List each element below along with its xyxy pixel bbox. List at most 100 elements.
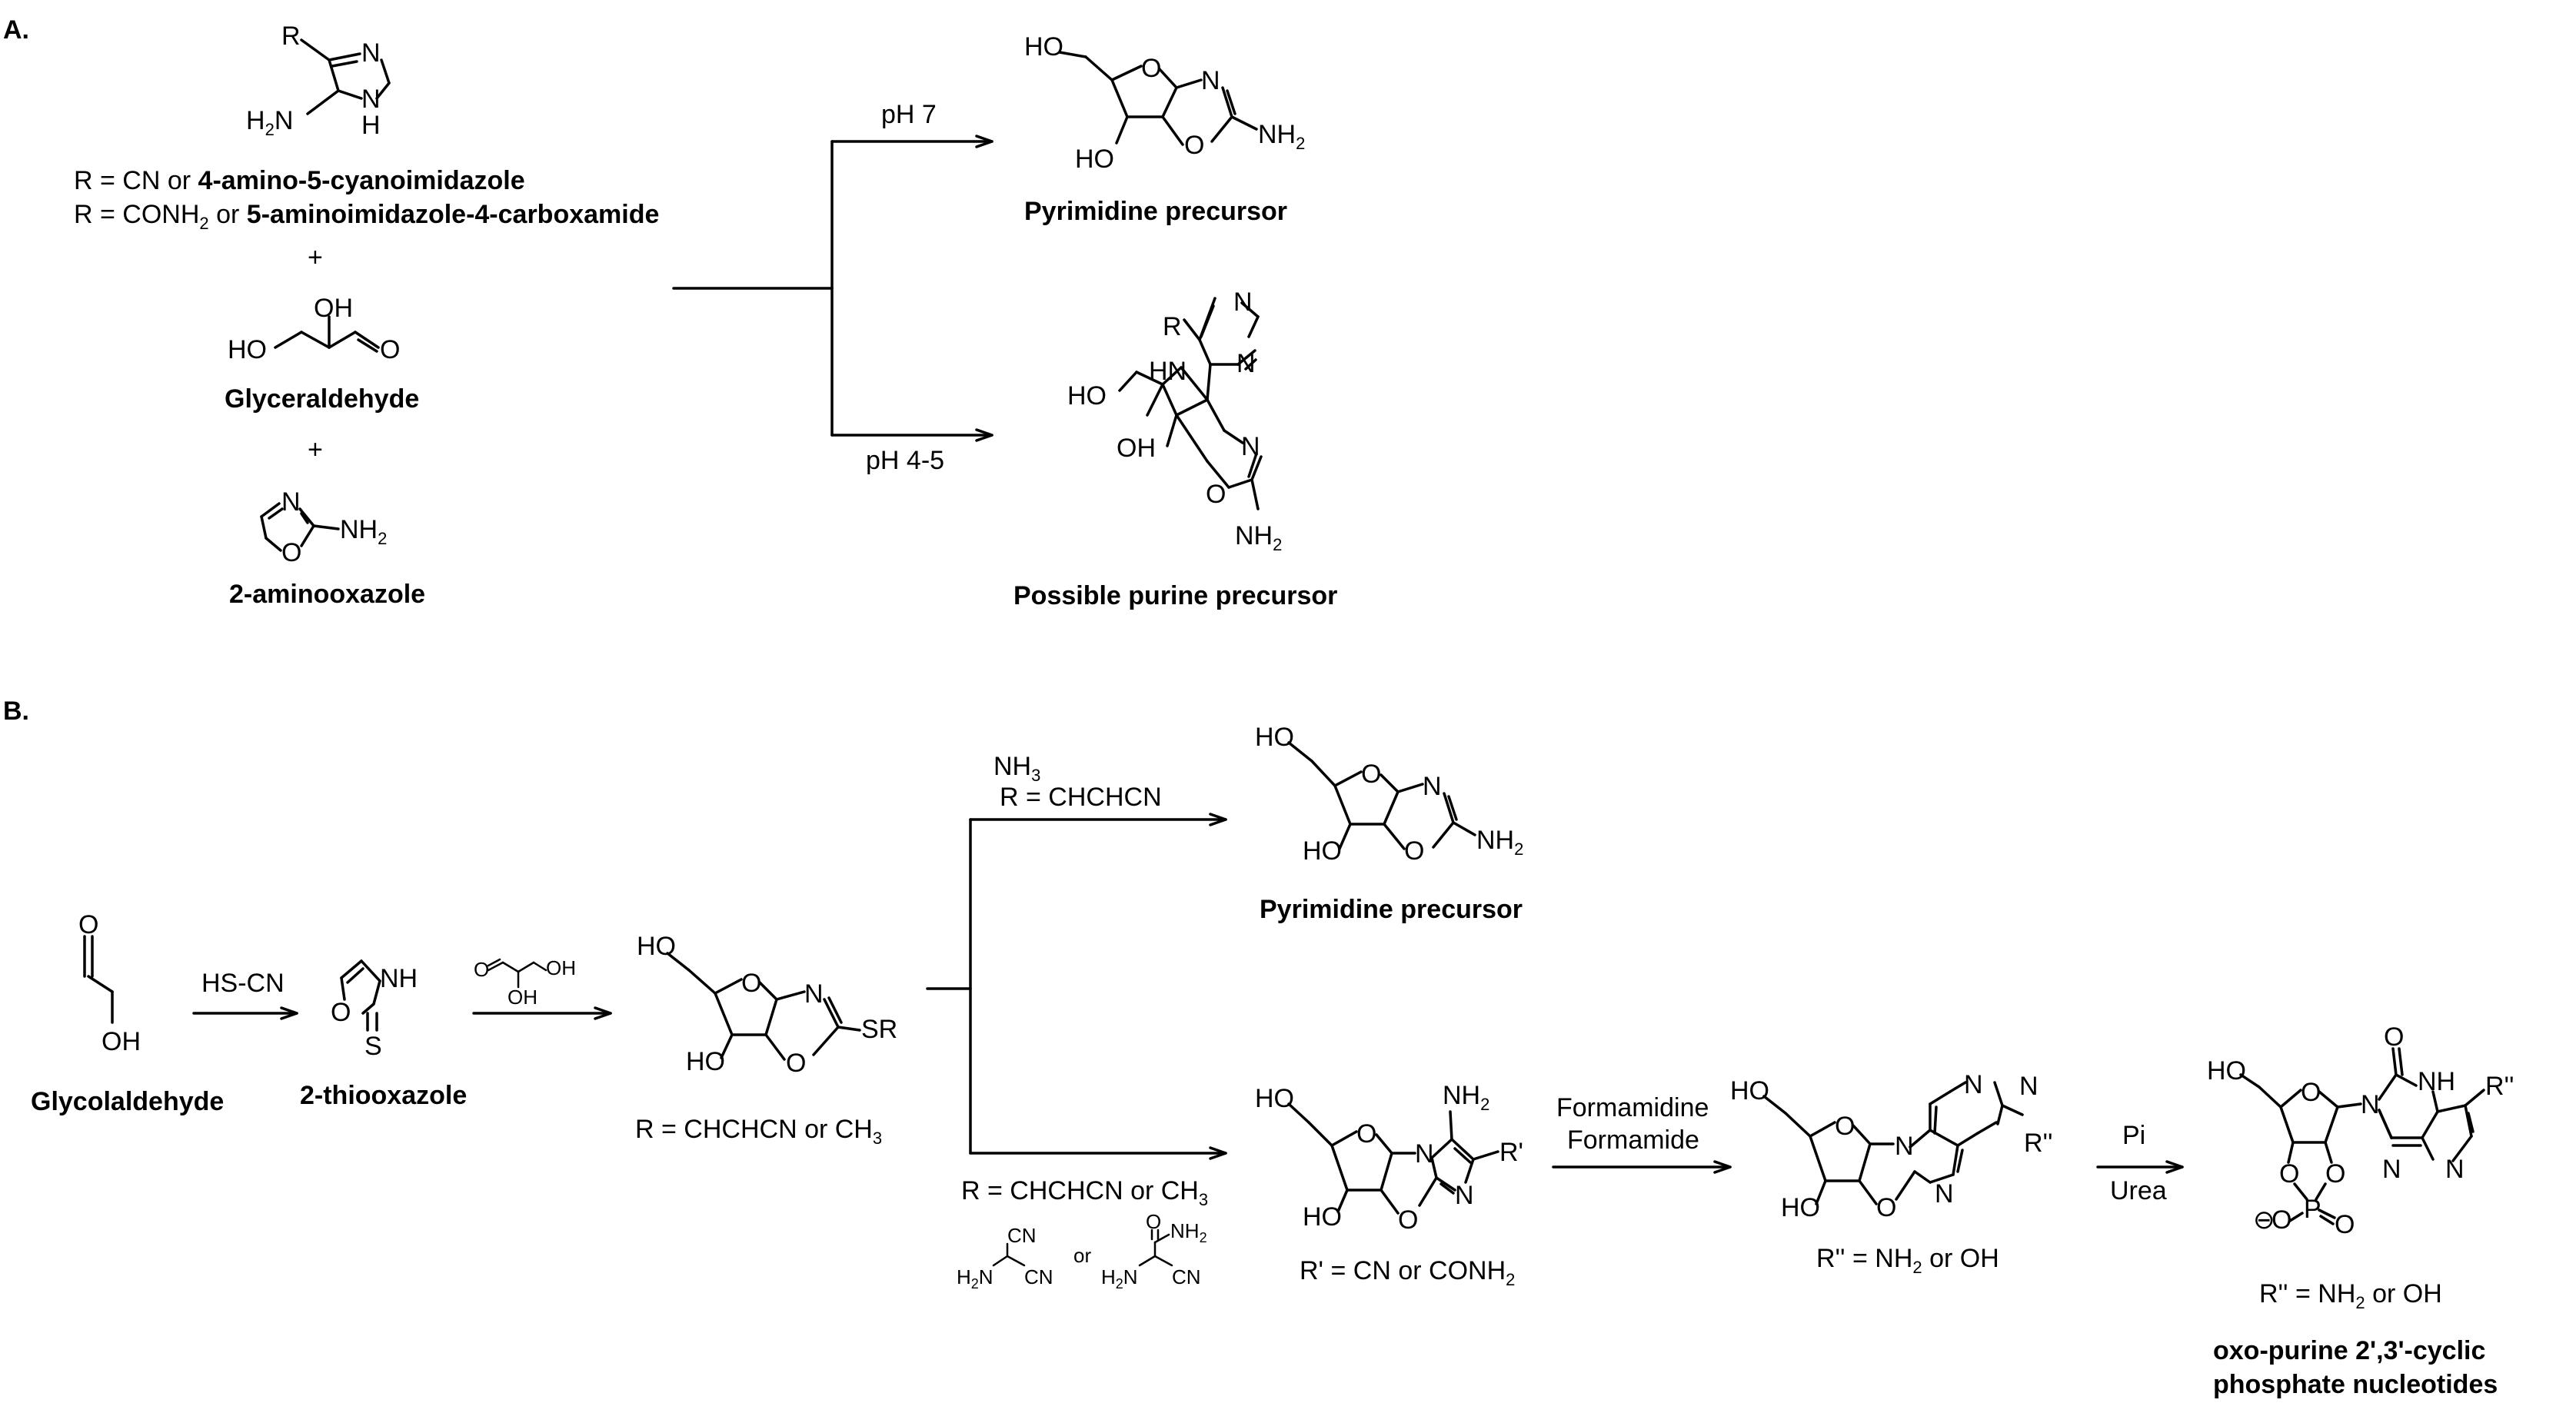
atom-label: NH2: [340, 515, 387, 548]
atom-label: HO: [1781, 1193, 1820, 1222]
atom-label: HO: [228, 335, 267, 364]
atom-label: O: [2301, 1078, 2321, 1107]
atom-label: O: [741, 969, 761, 998]
atom-label: R'': [2024, 1129, 2053, 1158]
atom-label: OH: [508, 986, 537, 1009]
atom-label: O: [2271, 1205, 2291, 1235]
atom-label: N: [1201, 66, 1220, 95]
atom-label: O: [2325, 1159, 2345, 1189]
atom-label: O: [1404, 836, 1424, 866]
reagent-urea: Urea: [2110, 1176, 2167, 1205]
purine-oxazoline-structure: [1762, 1081, 2024, 1205]
atom-label: O: [331, 998, 351, 1027]
thioether-intermediate-structure: [666, 952, 861, 1061]
atom-label: O: [2335, 1210, 2355, 1239]
atom-label: NH: [380, 964, 418, 993]
lower-r-label: R = CHCHCN or CH3: [961, 1176, 1208, 1209]
atom-label: OH: [314, 294, 353, 323]
atom-label: O: [1146, 1210, 1161, 1233]
atom-label: N: [361, 85, 381, 114]
atom-label: HO: [686, 1047, 725, 1076]
atom-label: HO: [2207, 1056, 2246, 1086]
atom-label: O: [1876, 1193, 1896, 1222]
r-dprime-label-1: R'' = NH2 or OH: [1816, 1244, 1999, 1277]
atom-label: N: [1236, 349, 1256, 378]
reagent-r-chchcn: R = CHCHCN: [1000, 783, 1162, 812]
atom-label: HO: [1024, 32, 1063, 62]
atom-label: HO: [1303, 1202, 1342, 1232]
atom-label: NH2: [1476, 826, 1523, 859]
aminooxazole-structure: [260, 502, 340, 552]
r-prime-label: R' = CN or CONH2: [1300, 1256, 1515, 1289]
atom-label: O: [2279, 1159, 2299, 1189]
glycolaldehyde-label: Glycolaldehyde: [31, 1087, 224, 1116]
reagent-formamide: Formamide: [1567, 1125, 1699, 1155]
atom-label: HN: [1149, 357, 1186, 386]
pyrimidine-precursor-b-structure: [1287, 741, 1476, 850]
atom-label: N: [1964, 1070, 1983, 1099]
pyrimidine-precursor-a-structure: [1058, 51, 1258, 146]
atom-label: NH2: [1258, 120, 1305, 153]
branch-arrows-b: [926, 813, 1227, 1160]
atom-label: OH: [1117, 434, 1156, 463]
or-label: or: [1073, 1244, 1091, 1267]
atom-label: O: [1398, 1205, 1418, 1235]
atom-label: HO: [1075, 145, 1114, 174]
final-product-label-1: oxo-purine 2',3'-cyclic: [2213, 1336, 2485, 1365]
atom-label: N: [2382, 1155, 2401, 1184]
atom-label: R: [1163, 312, 1182, 341]
reagent-nh3: NH3: [993, 752, 1040, 785]
reactant-r-line-1: R = CN or 4-amino-5-cyanoimidazole: [74, 166, 525, 195]
atom-label: HO: [1255, 723, 1294, 752]
atom-label: O: [786, 1049, 806, 1078]
atom-label: N: [361, 38, 381, 68]
atom-label: N: [2361, 1090, 2380, 1119]
atom-label: N: [1895, 1132, 1914, 1161]
atom-label: CN: [1172, 1265, 1201, 1288]
atom-label: HO: [1730, 1076, 1769, 1105]
atom-label: CN: [1007, 1224, 1037, 1247]
reagent-formamidine: Formamidine: [1556, 1093, 1709, 1122]
glyceraldehyde-structure: [274, 315, 380, 353]
atom-label: P: [2304, 1195, 2321, 1224]
atom-label: CN: [1024, 1265, 1053, 1288]
atom-label: O: [281, 538, 301, 567]
atom-label: R': [1499, 1138, 1523, 1167]
aminoimidazole-oxazoline-structure: [1287, 1102, 1499, 1215]
panel-b-label: B.: [3, 697, 29, 726]
atom-label: NH: [2418, 1067, 2455, 1096]
glyceraldehyde-small-structure: [487, 958, 547, 989]
atom-label: R: [281, 22, 301, 51]
atom-label: H2N: [246, 106, 293, 139]
panel-a-label: A.: [3, 15, 29, 45]
atom-label: R'': [2485, 1072, 2514, 1101]
atom-label: O: [1141, 54, 1161, 83]
atom-label: NH2: [1170, 1219, 1207, 1245]
atom-label: N: [1233, 288, 1253, 317]
glyceraldehyde-label: Glyceraldehyde: [225, 384, 419, 414]
branch-arrows-a: [672, 135, 993, 442]
atom-label: H2N: [1101, 1265, 1138, 1292]
atom-label: O: [1361, 760, 1381, 789]
arrow-glyceraldehyde: [472, 1006, 612, 1020]
atom-label: HO: [1303, 836, 1342, 866]
atom-label: ⊖: [2253, 1205, 2275, 1235]
atom-label: N: [1415, 1139, 1434, 1169]
atom-label: O: [380, 335, 400, 364]
imidazole-reactant-structure: [300, 38, 391, 115]
atom-label: N: [1455, 1181, 1474, 1210]
atom-label: H: [361, 111, 381, 140]
arrow-formamidine: [1552, 1160, 1732, 1174]
atom-label: S: [364, 1032, 382, 1061]
atom-label: O: [1835, 1112, 1855, 1141]
condition-ph45: pH 4-5: [866, 446, 944, 475]
thiooxazole-label: 2-thiooxazole: [300, 1081, 467, 1110]
atom-label: N: [804, 979, 824, 1009]
glycolaldehyde-structure: [83, 935, 114, 1024]
final-product-label-2: phosphate nucleotides: [2213, 1370, 2498, 1399]
atom-label: HO: [637, 932, 676, 961]
reagent-pi: Pi: [2122, 1121, 2145, 1150]
pyrimidine-precursor-b-label: Pyrimidine precursor: [1260, 895, 1523, 924]
atom-label: O: [1356, 1119, 1376, 1149]
atom-label: HO: [1067, 381, 1107, 411]
